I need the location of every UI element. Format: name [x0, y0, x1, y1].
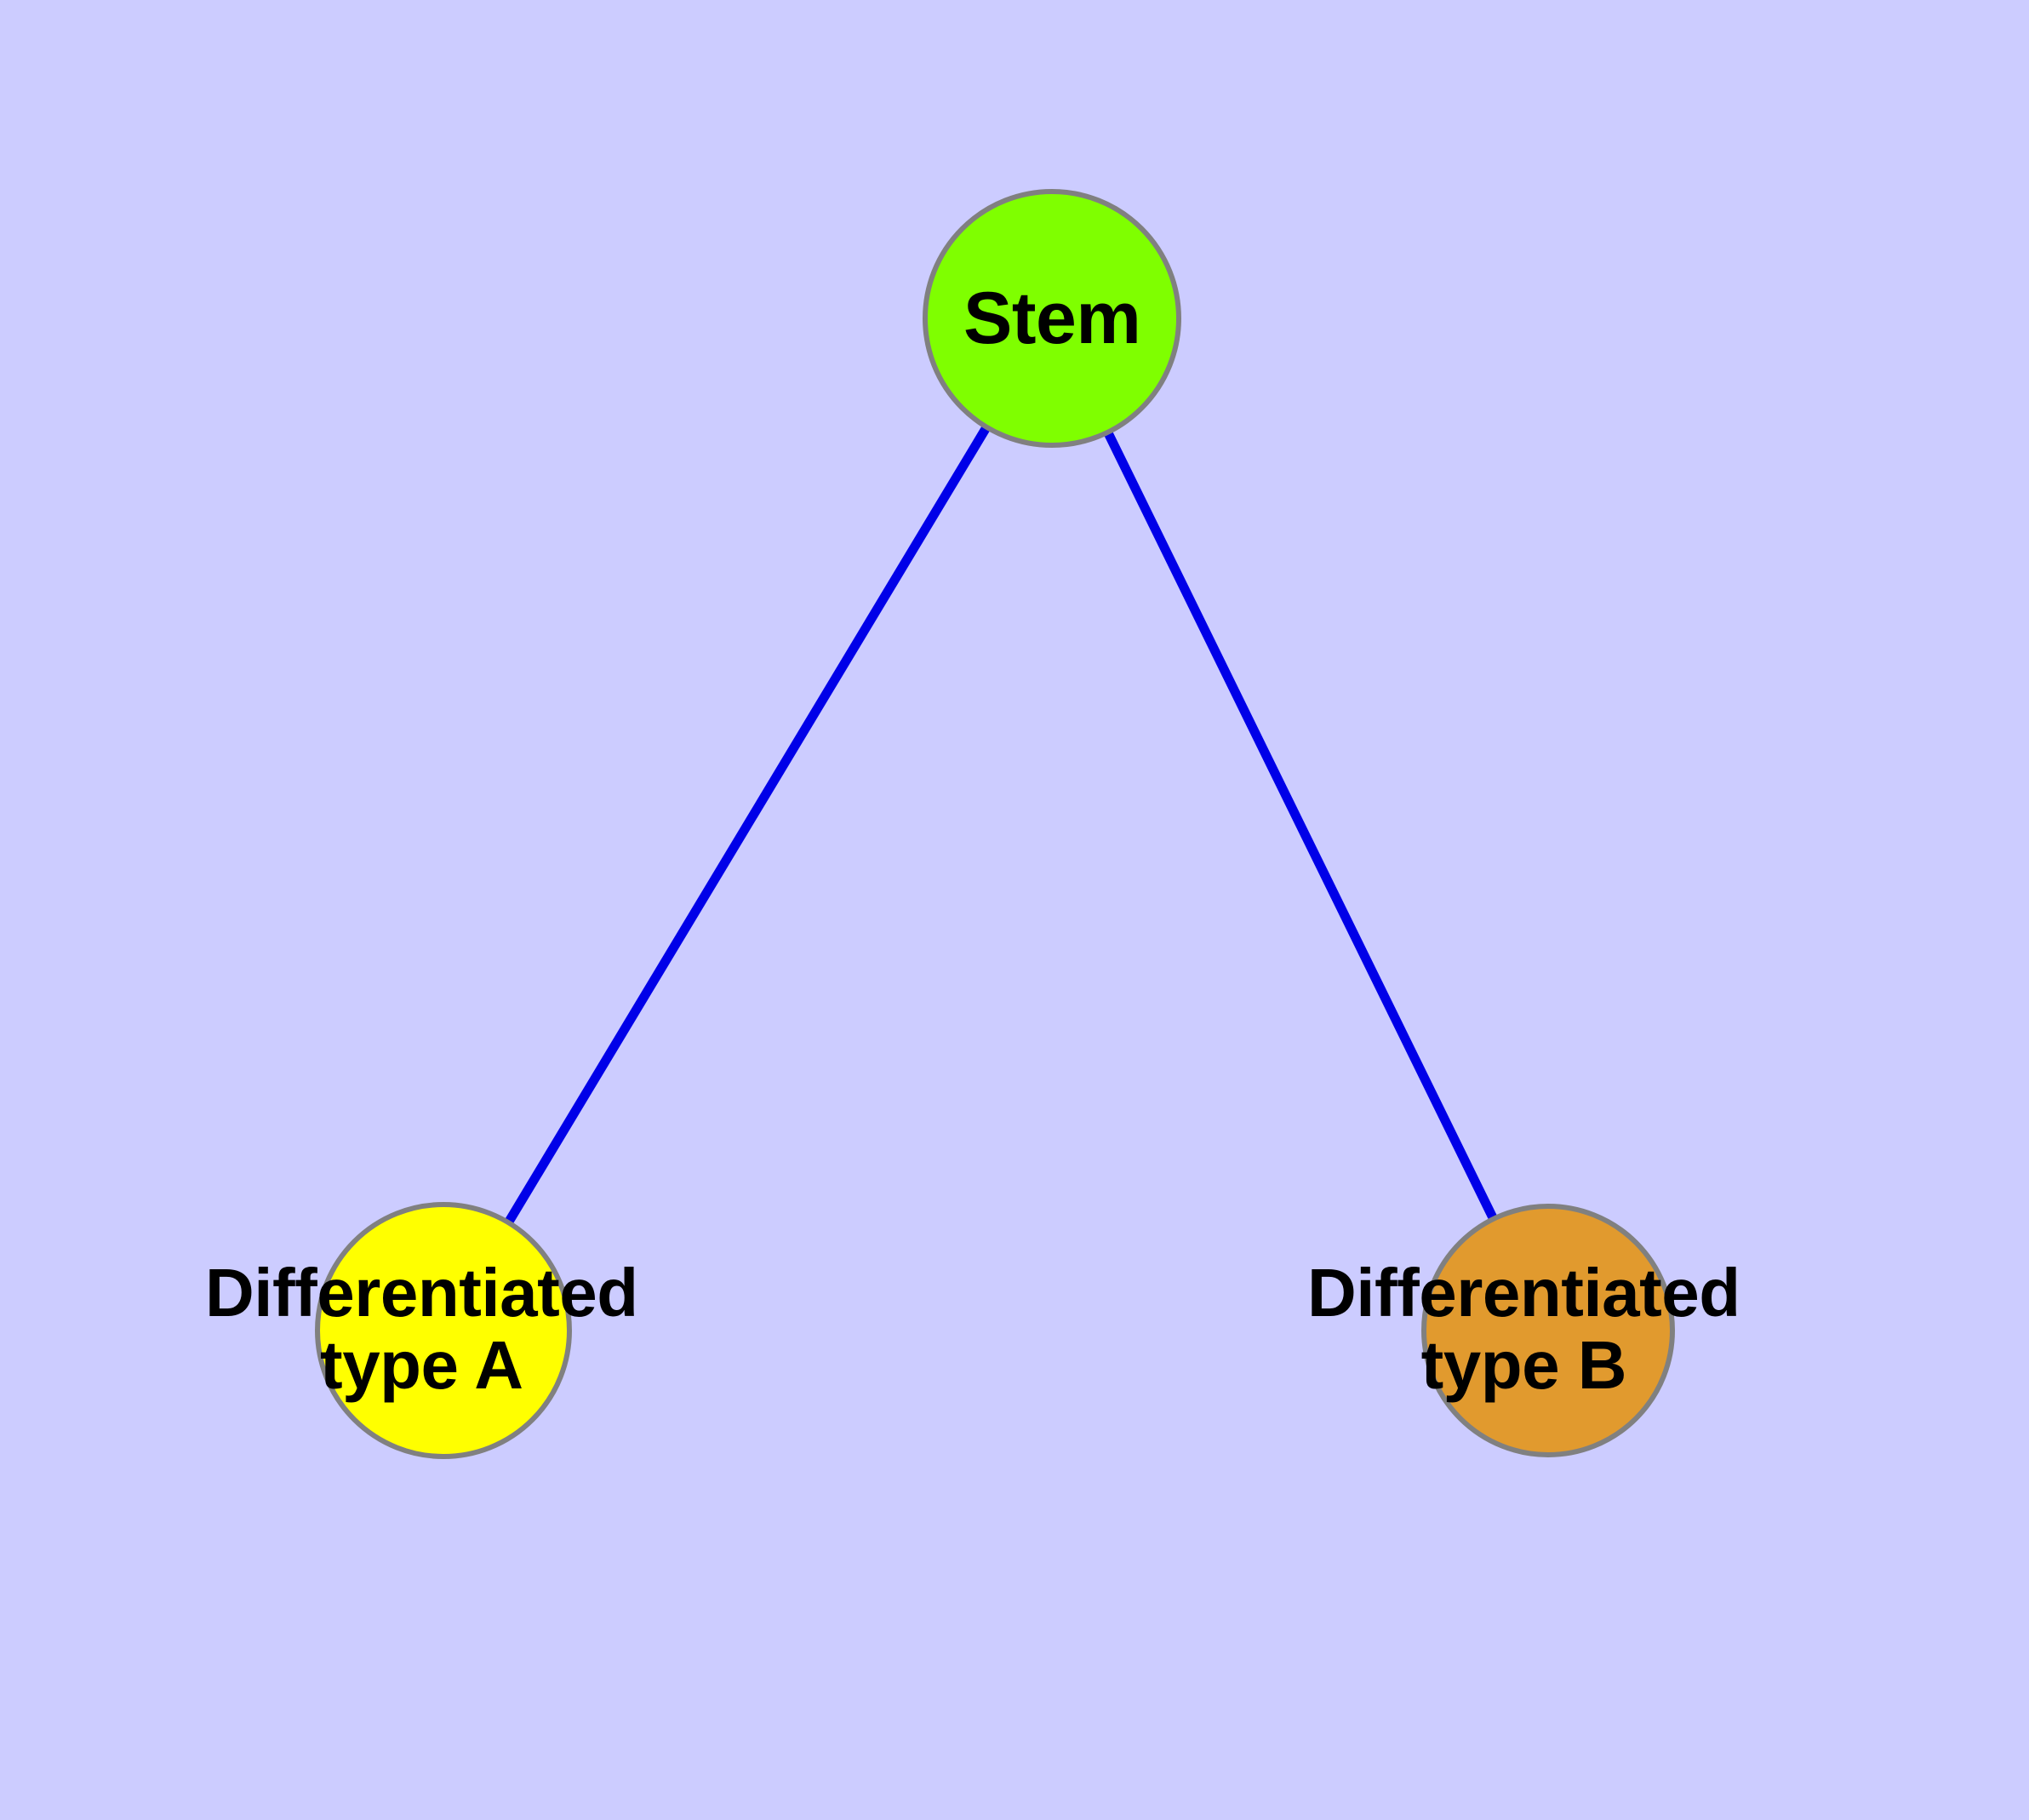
node-differentiated-type-b-circle[interactable] [1421, 1204, 1675, 1457]
node-layer [315, 189, 1675, 1459]
node-differentiated-type-a-circle[interactable] [315, 1202, 572, 1459]
node-stem-circle[interactable] [923, 189, 1181, 448]
edge-layer [439, 316, 1552, 1333]
edge-stem-to-type-a [439, 316, 1056, 1333]
edge-stem-to-type-b [1048, 316, 1552, 1333]
